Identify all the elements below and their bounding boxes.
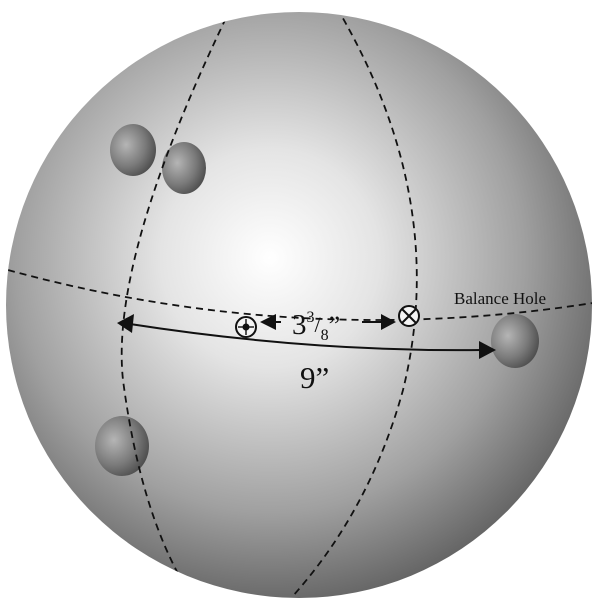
- guide-lines: [7, 12, 592, 598]
- circled-x-icon: [398, 305, 420, 327]
- pin-to-cg-distance-label: 33/8”: [292, 309, 340, 344]
- hole-distance-label: 9”: [300, 360, 329, 395]
- finger-hole-1: [110, 124, 156, 176]
- pin-to-cg-distance-numerator: 3: [307, 309, 315, 326]
- balance-hole: [491, 314, 539, 368]
- thumb-hole: [95, 416, 149, 476]
- pin-to-cg-distance-slash: /: [315, 312, 322, 337]
- left-meridian-dashed-line: [120, 17, 227, 587]
- nine-inch-arrowhead-left: [117, 314, 134, 333]
- pin-to-cg-arrowhead-right: [381, 314, 396, 330]
- nine-inch-arrowhead-right: [479, 341, 496, 359]
- pin-to-cg-arrow: [260, 314, 396, 330]
- balance-hole-label: Balance Hole: [454, 289, 546, 308]
- pin-to-cg-distance-unit: ”: [329, 311, 341, 340]
- pin-to-cg-distance-denominator: 8: [321, 327, 329, 344]
- pin-to-cg-distance-whole: 3: [292, 309, 307, 341]
- pin-to-cg-arrowhead-left: [260, 314, 276, 330]
- nine-inch-arrow: [117, 314, 496, 359]
- finger-hole-2: [162, 142, 206, 194]
- horizontal-dashed-line: [7, 269, 592, 321]
- circled-dot-icon: [235, 316, 257, 338]
